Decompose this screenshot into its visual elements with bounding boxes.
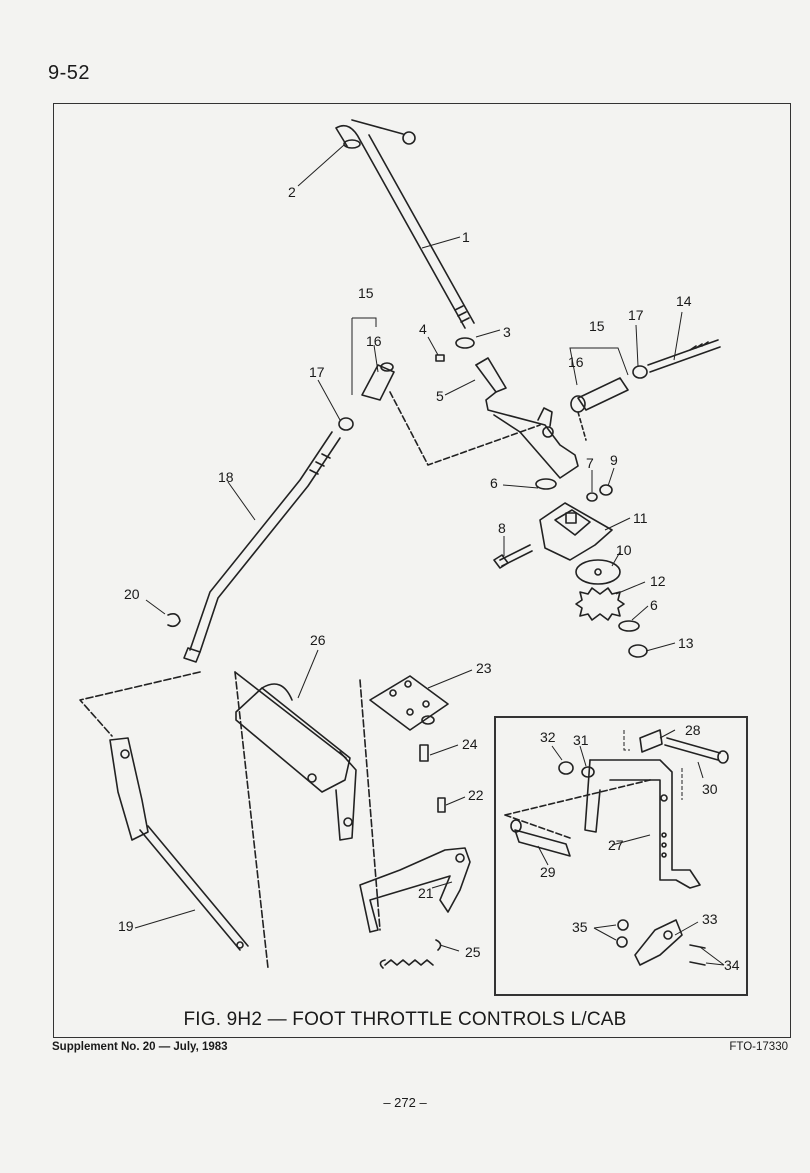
callout-21: 21 (418, 885, 434, 901)
callout-13: 13 (678, 635, 694, 651)
part-29-roller (514, 829, 571, 857)
callout-33: 33 (702, 911, 718, 927)
callout-9: 9 (610, 452, 618, 468)
callout-24: 24 (462, 736, 478, 752)
callout-3: 3 (503, 324, 511, 340)
callout-7: 7 (586, 455, 594, 471)
callout-8: 8 (498, 520, 506, 536)
callout-27: 27 (608, 837, 624, 853)
callout-30: 30 (702, 781, 718, 797)
part-13-nut (628, 644, 648, 658)
callout-17-left: 17 (309, 364, 325, 380)
figure-frame (53, 103, 791, 1038)
part-23-pedal-plate (369, 675, 449, 731)
supplement-note: Supplement No. 20 — July, 1983 (52, 1041, 228, 1053)
callout-22: 22 (468, 787, 484, 803)
part-19-lever (109, 737, 149, 841)
callout-6-upper: 6 (490, 475, 498, 491)
callout-2: 2 (288, 184, 296, 200)
part-8-bolt (499, 544, 533, 567)
part-2-handle (351, 119, 404, 135)
callout-17-right: 17 (628, 307, 644, 323)
callout-16-right: 16 (568, 354, 584, 370)
callout-23: 23 (476, 660, 492, 676)
callout-26: 26 (310, 632, 326, 648)
part-4-pin (435, 354, 445, 362)
callout-25: 25 (465, 944, 481, 960)
part-18-adjusting-rod (189, 431, 341, 653)
callout-1: 1 (462, 229, 470, 245)
callout-5: 5 (436, 388, 444, 404)
part-10-disc (575, 559, 621, 585)
callout-20: 20 (124, 586, 140, 602)
part-25-spring (384, 959, 434, 966)
part-14-rod (647, 339, 721, 373)
part-22-pin (437, 797, 446, 813)
callout-35: 35 (572, 919, 588, 935)
part-7-washer (586, 492, 598, 502)
part-6-washer-lower (618, 620, 640, 632)
part-17-nut-left (338, 417, 354, 431)
callout-14: 14 (676, 293, 692, 309)
section-page-number: 9-52 (48, 62, 91, 84)
callout-29: 29 (540, 864, 556, 880)
part-6-washer (535, 478, 557, 490)
part-26-pedal-bracket (235, 687, 351, 793)
part-28-spacer (639, 729, 663, 753)
part-12-star-wheel (575, 587, 625, 621)
figure-caption: FIG. 9H2 — FOOT THROTTLE CONTROLS L/CAB (183, 1009, 627, 1030)
callout-19: 19 (118, 918, 134, 934)
callout-16-left: 16 (366, 333, 382, 349)
part-20-clip (167, 613, 181, 628)
part-27-bracket (589, 759, 701, 889)
part-1-throttle-rod (335, 124, 466, 329)
inset-detail-frame (494, 716, 748, 996)
part-32-nut (558, 761, 574, 775)
callout-15-left: 15 (358, 285, 374, 301)
callout-32: 32 (540, 729, 556, 745)
document-code: FTO-17330 (729, 1041, 788, 1053)
part-35-nuts (617, 919, 629, 931)
callout-18: 18 (218, 469, 234, 485)
callout-12: 12 (650, 573, 666, 589)
part-5-lever (475, 364, 579, 479)
callout-11: 11 (633, 510, 648, 526)
callout-15-right: 15 (589, 318, 605, 334)
callout-28: 28 (685, 722, 701, 738)
part-17-nut-right (632, 365, 648, 379)
callout-4: 4 (419, 321, 427, 337)
part-30-bolt (664, 737, 721, 761)
part-11-bracket (539, 502, 613, 561)
part-21-pedal-arm (359, 847, 471, 933)
part-16-socket-right (577, 377, 629, 411)
part-3-washer (455, 337, 475, 349)
part-33-clamp (634, 919, 683, 966)
part-9-nut (599, 484, 613, 496)
part-24-pin (419, 744, 429, 762)
part-16-socket-left (361, 364, 395, 401)
part-31-washer (581, 766, 595, 778)
callout-6-lower: 6 (650, 597, 658, 613)
callout-34: 34 (724, 957, 740, 973)
callout-10: 10 (616, 542, 632, 558)
part-34-bolts (689, 944, 706, 966)
page-number: – 272 – (383, 1095, 427, 1110)
callout-31: 31 (573, 732, 589, 748)
